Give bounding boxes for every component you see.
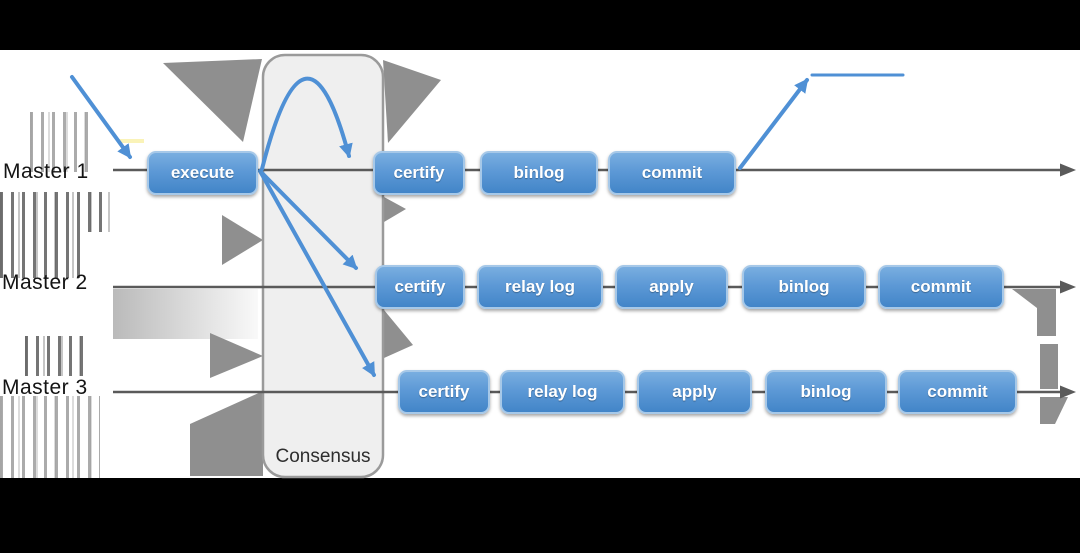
step-box-master3-relaylog: relay log [500,370,625,414]
stripe-artifact-above-master3 [25,336,85,376]
top-letterbox-band [0,0,1080,50]
step-box-master3-binlog: binlog [765,370,887,414]
stripe-artifact-below-master3 [0,396,100,478]
step-box-master2-relaylog: relay log [477,265,603,309]
timeline-arrowhead-master-2 [1060,280,1076,294]
artifact-right-triangle [384,310,413,358]
arrow-client-request-in [70,75,132,159]
arrow-execute-to-master3-certify [258,169,376,377]
master-2-label: Master 2 [2,271,88,294]
step-box-master1-execute: execute [147,151,258,195]
step-box-master2-commit: commit [878,265,1004,309]
master-3-label: Master 3 [2,376,88,399]
consensus-label: Consensus [275,446,371,467]
artifact-right-end-master2 [1012,289,1056,336]
artifact-top-right-wing [383,60,441,143]
gray-artifact-shapes [163,59,1068,476]
artifact-bottom-left-wedge [190,391,263,476]
step-box-master3-certify: certify [398,370,490,414]
consensus-box [261,53,385,479]
gray-fade-artifact-master2 [113,289,258,339]
step-box-master1-certify: certify [373,151,465,195]
stripe-artifact-below-master1 [0,192,110,232]
step-box-master3-commit: commit [898,370,1017,414]
artifact-below-master3-arrow [1040,397,1068,424]
step-box-master3-apply: apply [637,370,752,414]
step-box-master2-certify: certify [375,265,465,309]
step-box-master1-binlog: binlog [480,151,598,195]
artifact-left-triangle-2 [210,333,263,378]
arrow-client-response-out [738,78,809,170]
yellow-sliver-artifact [118,139,144,143]
timeline-arrowhead-master-3 [1060,385,1076,399]
artifact-left-triangle-1 [222,215,263,265]
stripe-artifact-above-master1 [30,112,95,172]
step-box-master1-commit: commit [608,151,736,195]
artifact-top-left-wing [163,59,262,142]
artifact-small-triangle-row1 [384,197,406,222]
blue-arrows [70,73,905,377]
artifact-right-bar-master3 [1040,344,1058,389]
timeline-arrowhead-master-1 [1060,163,1076,177]
timeline-arrowheads [1060,163,1076,399]
bottom-letterbox-band [0,478,1080,553]
master-1-label: Master 1 [3,160,89,183]
arrow-execute-to-master2-certify [258,169,358,270]
step-box-master2-apply: apply [615,265,728,309]
step-box-master2-binlog: binlog [742,265,866,309]
arrow-consensus-loopback-master1 [260,76,353,171]
stripe-artifact-above-master2 [0,232,85,278]
